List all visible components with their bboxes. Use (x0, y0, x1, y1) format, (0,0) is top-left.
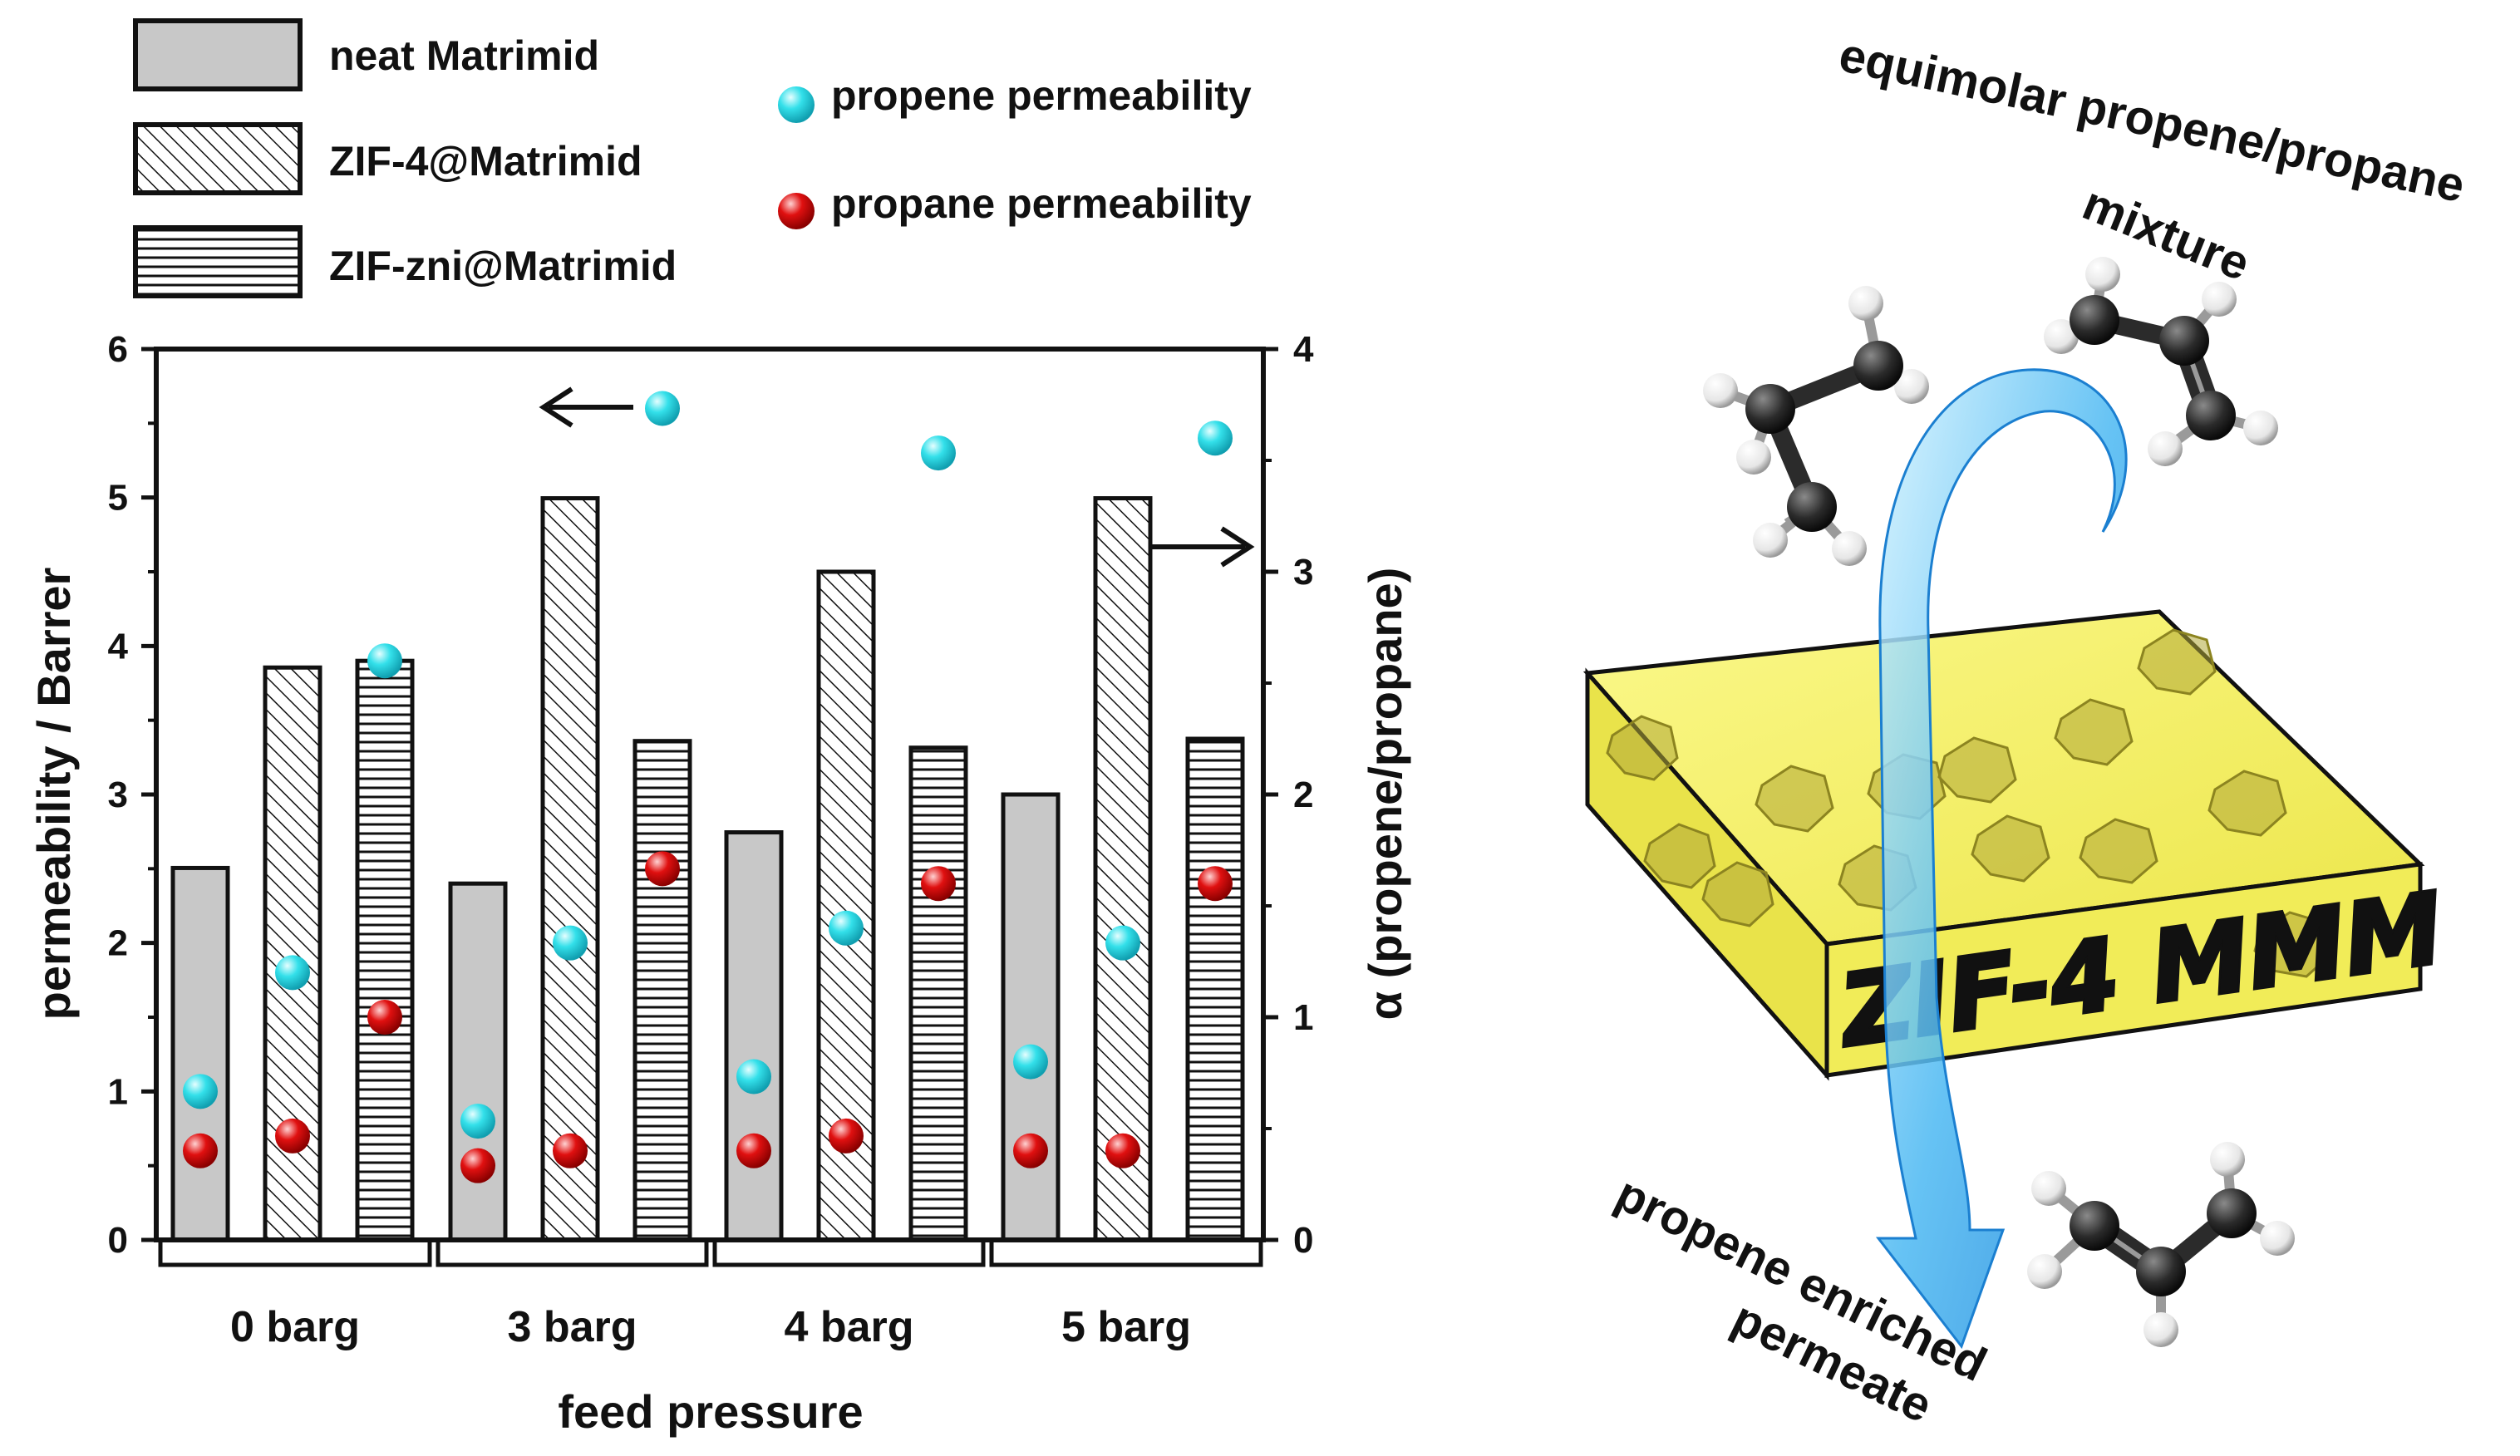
left-tick-label: 1 (108, 1071, 128, 1112)
point-propene-permeability-4-barg-1 (829, 910, 864, 946)
right-tick-label: 0 (1293, 1220, 1313, 1261)
legend-label-zifzni-matrimid: ZIF-zni@Matrimid (329, 243, 677, 289)
bar-zif-zni-matrimid-3-barg (632, 739, 692, 1242)
right-tick-label: 2 (1293, 775, 1313, 815)
bar-neat-matrimid-4-barg (724, 830, 784, 1242)
point-propane-permeability-3-barg-1 (553, 1133, 588, 1168)
legend: neat Matrimid ZIF-4@Matrimid ZIF-zni@Mat… (133, 18, 1252, 298)
point-propene-permeability-3-barg-0 (460, 1104, 495, 1139)
point-propene-permeability-5-barg-0 (1013, 1044, 1048, 1080)
points (183, 391, 1233, 1183)
bar-zif-zni-matrimid-5-barg (1185, 736, 1245, 1242)
point-propane-permeability-0-barg-2 (367, 1000, 402, 1035)
propane-molecule-icon (1703, 286, 1929, 566)
right-tick-label: 4 (1293, 329, 1314, 370)
point-propene-permeability-3-barg-2 (645, 391, 680, 426)
feed-label-line-1: equimolar propene/propane (1834, 27, 2469, 213)
y2-axis-title: α (propene/propane) (1359, 568, 1411, 1021)
y-axis-title: permeability / Barrer (27, 568, 80, 1021)
legend-label-neat-matrimid: neat Matrimid (329, 32, 599, 79)
bar-zif-4-matrimid-5-barg (1093, 496, 1153, 1242)
right-tick-label: 1 (1293, 997, 1313, 1038)
bar-zif-4-matrimid-3-barg (540, 496, 600, 1242)
point-propene-permeability-0-barg-2 (367, 643, 402, 679)
bar-neat-matrimid-3-barg (448, 881, 508, 1242)
point-propane-permeability-3-barg-2 (645, 851, 680, 887)
point-propane-permeability-0-barg-1 (275, 1118, 310, 1153)
legend-marker-propene (778, 86, 815, 123)
x-tick-label-4-barg: 4 barg (784, 1303, 913, 1351)
bar-zif-4-matrimid-0-barg (263, 665, 322, 1242)
legend-marker-propane (778, 193, 815, 229)
point-propane-permeability-5-barg-1 (1105, 1133, 1140, 1168)
point-propane-permeability-4-barg-2 (921, 866, 956, 902)
legend-swatch-zif4-matrimid (133, 122, 303, 195)
left-tick-label: 4 (108, 626, 129, 667)
point-propene-permeability-0-barg-1 (275, 955, 310, 991)
left-tick-label: 2 (108, 923, 128, 964)
point-propane-permeability-5-barg-2 (1198, 866, 1233, 902)
point-propene-permeability-5-barg-2 (1198, 421, 1233, 456)
point-propane-permeability-4-barg-1 (829, 1118, 864, 1153)
point-propane-permeability-4-barg-0 (736, 1133, 771, 1168)
x-axis-title: feed pressure (558, 1385, 863, 1438)
membrane-illustration: equimolar propene/propane mixture (1582, 27, 2469, 1434)
legend-swatch-zifzni-matrimid (133, 225, 303, 298)
x-tick-label-5-barg: 5 barg (1061, 1303, 1191, 1351)
group-brackets: 0 barg 3 barg 4 barg 5 barg (158, 1240, 1263, 1351)
group-bracket (158, 1240, 432, 1267)
left-tick-label: 6 (108, 329, 128, 370)
x-tick-label-3-barg: 3 barg (507, 1303, 637, 1351)
left-tick-label: 3 (108, 775, 128, 815)
membrane-slab: ZIF-4 MMM (1582, 609, 2452, 1081)
legend-label-propane-permeability: propane permeability (831, 180, 1252, 227)
left-axis: 0 1 2 3 4 5 6 (108, 329, 156, 1261)
bar-zif-zni-matrimid-4-barg (908, 745, 968, 1242)
bar-neat-matrimid-5-barg (1001, 792, 1061, 1242)
propene-molecule-icon (2044, 257, 2278, 466)
point-propene-permeability-0-barg-0 (183, 1074, 218, 1109)
point-propane-permeability-3-barg-0 (460, 1148, 495, 1183)
point-propene-permeability-3-barg-1 (553, 925, 588, 961)
point-propene-permeability-4-barg-0 (736, 1059, 771, 1094)
bar-zif-zni-matrimid-0-barg (355, 658, 415, 1242)
group-bracket (989, 1240, 1263, 1267)
right-axis: 0 1 2 3 4 (1263, 329, 1314, 1261)
x-tick-label-0-barg: 0 barg (230, 1303, 360, 1351)
bar-neat-matrimid-0-barg (170, 865, 230, 1242)
point-propene-permeability-5-barg-1 (1105, 925, 1140, 961)
chart: 0 1 2 3 4 5 6 0 1 2 3 4 0 barg 3 barg 4 barg 5 barg f… (27, 329, 1411, 1438)
point-propane-permeability-0-barg-0 (183, 1133, 218, 1168)
left-tick-label: 5 (108, 478, 128, 519)
flow-arrow-icon (1875, 368, 2128, 1350)
left-tick-label: 0 (108, 1220, 128, 1261)
point-propene-permeability-4-barg-2 (921, 435, 956, 471)
legend-label-propene-permeability: propene permeability (831, 72, 1252, 119)
left-axis-arrow (539, 386, 633, 428)
point-propane-permeability-5-barg-0 (1013, 1133, 1048, 1168)
right-axis-arrow (1152, 526, 1255, 568)
permeate-propene-molecule-icon (2027, 1142, 2295, 1347)
legend-swatch-neat-matrimid (133, 18, 303, 91)
group-bracket (712, 1240, 986, 1267)
legend-label-zif4-matrimid: ZIF-4@Matrimid (329, 138, 642, 184)
bars (170, 496, 1245, 1242)
group-bracket (436, 1240, 709, 1267)
right-tick-label: 3 (1293, 552, 1313, 593)
